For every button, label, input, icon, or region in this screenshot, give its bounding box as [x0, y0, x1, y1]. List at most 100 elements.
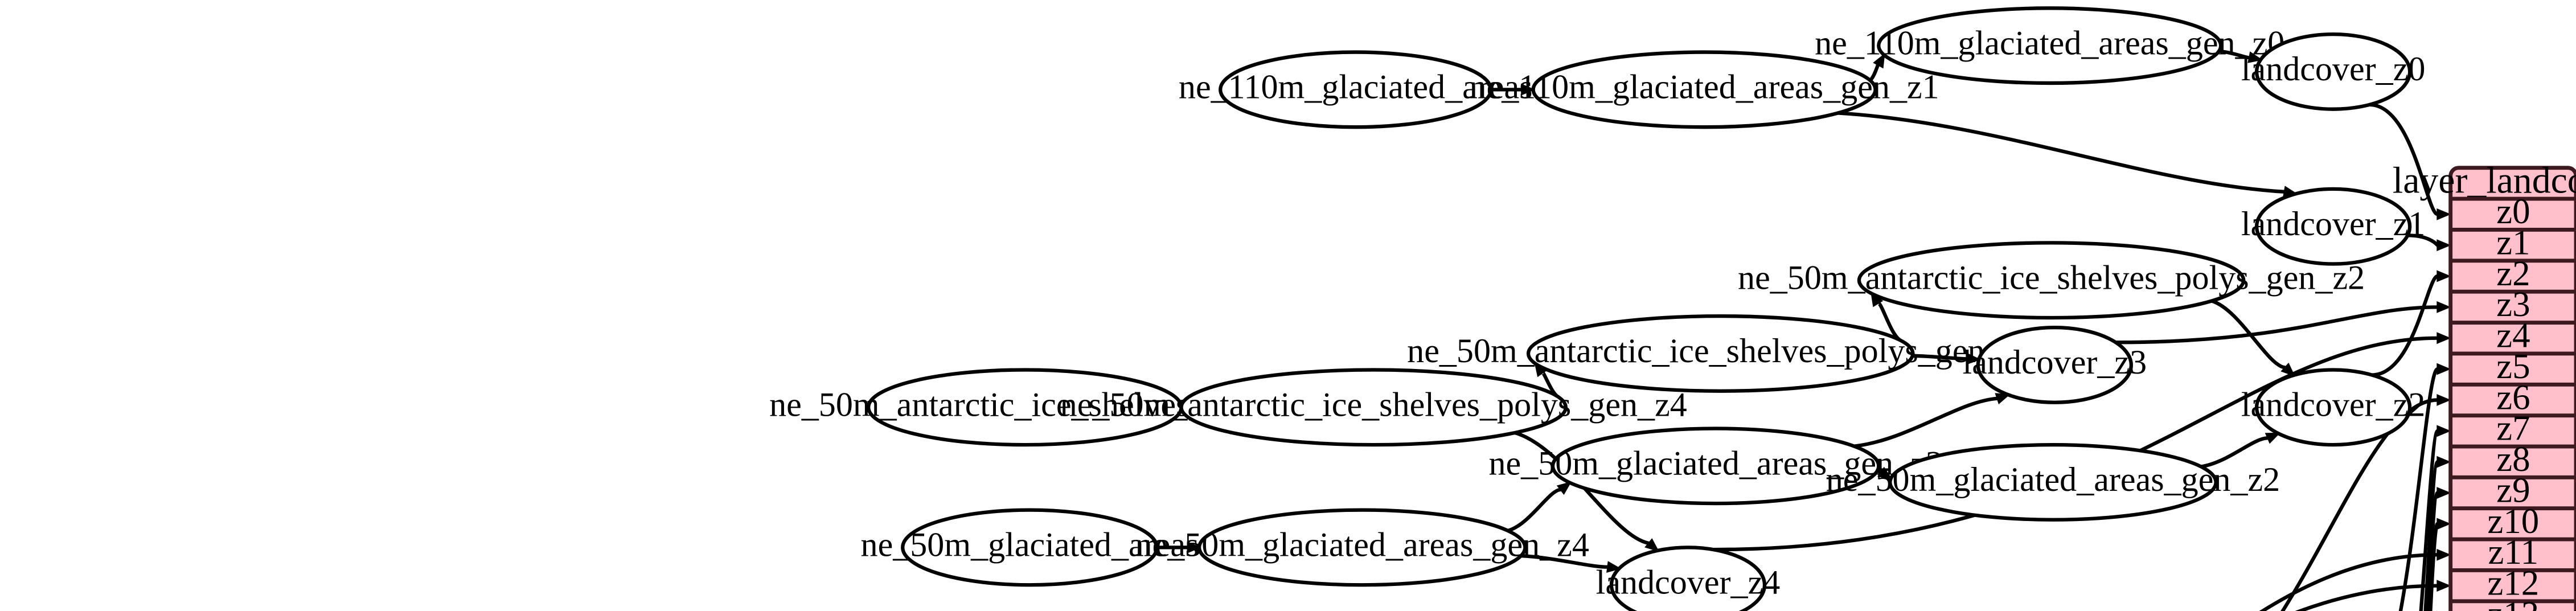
node-label: ne_110m_glaciated_areas: [1179, 68, 1533, 106]
edge-arrowhead: [1873, 53, 1885, 69]
node-shape: [1609, 546, 1767, 611]
graph-node-landcover_z3[interactable]: landcover_z3: [1963, 325, 2147, 404]
graph-edge: [2115, 301, 2451, 345]
graph-node-ne_50m_antarctic_ice_shelves_polys_gen_z2[interactable]: ne_50m_antarctic_ice_shelves_polys_gen_z…: [1738, 241, 2365, 320]
node-label: landcover_z2: [2241, 386, 2426, 424]
edge-line: [2259, 553, 2438, 611]
graph-node-landcover_z0[interactable]: landcover_z0: [2241, 32, 2426, 111]
edge-arrowhead: [2280, 362, 2295, 377]
edge-arrowhead: [2436, 208, 2451, 220]
graph-edge: [2259, 548, 2451, 611]
edge-line: [2372, 274, 2439, 377]
record-row-z7[interactable]: z7: [2496, 408, 2530, 448]
record-row-z8[interactable]: z8: [2496, 439, 2530, 479]
record-row-z2[interactable]: z2: [2496, 253, 2530, 293]
graph-node-landcover_z4[interactable]: landcover_z4: [1596, 546, 1781, 611]
node-shape: [1888, 442, 2218, 522]
edges-layer: [1156, 49, 2451, 611]
edge-arrowhead: [1521, 83, 1536, 96]
node-label: ne_50m_glaciated_areas_gen_z2: [1826, 460, 2280, 498]
edge-arrowhead: [2436, 518, 2451, 530]
graph-edge: [2369, 102, 2451, 220]
graph-node-ne_50m_glaciated_areas_gen_z2[interactable]: ne_50m_glaciated_areas_gen_z2: [1826, 442, 2280, 522]
node-label: ne_50m_antarctic_ice_shelves_polys_gen_z…: [1407, 331, 2034, 370]
edge-line: [2426, 491, 2439, 611]
record-row-z9[interactable]: z9: [2496, 470, 2530, 510]
record-table-header: layer_landcover: [2393, 159, 2576, 201]
graph-edge: [2200, 432, 2280, 469]
edge-arrowhead: [1556, 481, 1572, 495]
node-label: ne_110m_glaciated_areas_gen_z1: [1470, 68, 1939, 106]
graph-node-landcover_z2[interactable]: landcover_z2: [2241, 368, 2426, 447]
record-row-z1[interactable]: z1: [2496, 223, 2530, 263]
edge-arrowhead: [1606, 561, 1622, 573]
graph-edge: [1491, 83, 1536, 96]
graph-edge: [1713, 332, 2451, 552]
node-label: landcover_z3: [1963, 343, 2147, 381]
edge-arrowhead: [1995, 393, 2011, 405]
graph-edge: [2419, 425, 2451, 611]
edge-arrowhead: [2265, 432, 2280, 444]
graph-node-ne_50m_glaciated_areas_gen_z4[interactable]: ne_50m_glaciated_areas_gen_z4: [1135, 508, 1589, 587]
node-shape: [1877, 6, 2223, 85]
node-shape: [1976, 325, 2133, 404]
node-shape: [1219, 50, 1493, 129]
graph-node-ne_50m_antarctic_ice_shelves_polys_gen_z4[interactable]: ne_50m_antarctic_ice_shelves_polys_gen_z…: [1060, 368, 1687, 447]
nodes-layer: imposm3osm_landcover_polygonsimplify_vw_…: [769, 6, 2426, 611]
node-shape: [1197, 508, 1527, 587]
graph-edge: [1520, 554, 1622, 573]
edge-line: [2115, 305, 2438, 345]
graph-edge: [2372, 270, 2451, 377]
graph-node-ne_50m_glaciated_areas[interactable]: ne_50m_glaciated_areas: [861, 508, 1199, 587]
record-row-z10[interactable]: z10: [2487, 501, 2539, 541]
node-label: landcover_z1: [2241, 204, 2426, 243]
edge-arrowhead: [2436, 425, 2451, 437]
edge-arrowhead: [2436, 301, 2451, 313]
graph-node-ne_50m_glaciated_areas_gen_z3[interactable]: ne_50m_glaciated_areas_gen_z3: [1488, 427, 1943, 506]
edge-line: [2423, 460, 2439, 611]
graph-node-ne_110m_glaciated_areas_gen_z1[interactable]: ne_110m_glaciated_areas_gen_z1: [1470, 50, 1939, 129]
graph-edge: [1156, 541, 1201, 553]
edge-line: [2369, 102, 2439, 216]
graph-node-landcover_z1[interactable]: landcover_z1: [2241, 187, 2426, 266]
record-row-z13[interactable]: z13: [2487, 594, 2539, 611]
graph-node-ne_50m_antarctic_ice_shelves_polys_gen_z3[interactable]: ne_50m_antarctic_ice_shelves_polys_gen_z…: [1407, 314, 2034, 393]
edge-arrowhead: [2436, 456, 2451, 468]
node-shape: [901, 508, 1159, 587]
record-row-z12[interactable]: z12: [2487, 563, 2539, 603]
record-table-layer: layer_landcoverz0z1z2z3z4z5z6z7z8z9z10z1…: [2393, 159, 2576, 611]
graph-edge: [2407, 233, 2451, 252]
record-row-z4[interactable]: z4: [2496, 315, 2530, 355]
edge-arrowhead: [1644, 538, 1660, 552]
record-row-z0[interactable]: z0: [2496, 191, 2530, 231]
record-row-z11[interactable]: z11: [2488, 532, 2539, 572]
graph-edge: [1837, 111, 2298, 198]
graph-edge: [2398, 363, 2451, 611]
graph-node-ne_110m_glaciated_areas[interactable]: ne_110m_glaciated_areas: [1179, 50, 1533, 129]
edge-arrowhead: [2436, 548, 2451, 561]
graph-edge: [1507, 481, 1572, 533]
node-label: ne_50m_antarctic_ice_shelves_polys_gen_z…: [1738, 258, 2365, 296]
record-row-z5[interactable]: z5: [2496, 346, 2530, 386]
graph-edge: [2218, 49, 2263, 63]
edge-arrowhead: [2436, 270, 2451, 282]
edge-arrowhead: [1877, 466, 1893, 480]
node-shape: [1531, 50, 1877, 129]
graph-node-ne_110m_glaciated_areas_gen_z0[interactable]: ne_110m_glaciated_areas_gen_z0: [1815, 6, 2284, 85]
graph-edge: [2295, 580, 2451, 611]
edge-line: [2211, 299, 2286, 370]
record-row-z6[interactable]: z6: [2496, 377, 2530, 417]
edge-line: [2398, 367, 2439, 611]
node-shape: [2255, 187, 2412, 266]
edge-line: [1713, 336, 2438, 552]
graph-edge: [2429, 518, 2451, 611]
node-label: landcover_z4: [1596, 563, 1781, 601]
graph-edge: [1853, 393, 2011, 448]
node-label: ne_50m_antarctic_ice_shelves_polys_gen_z…: [1060, 386, 1687, 424]
edge-arrowhead: [2436, 332, 2451, 345]
edge-line: [1507, 487, 1561, 533]
edge-arrowhead: [2436, 239, 2451, 252]
node-shape: [2255, 32, 2412, 111]
record-row-z3[interactable]: z3: [2496, 284, 2530, 324]
